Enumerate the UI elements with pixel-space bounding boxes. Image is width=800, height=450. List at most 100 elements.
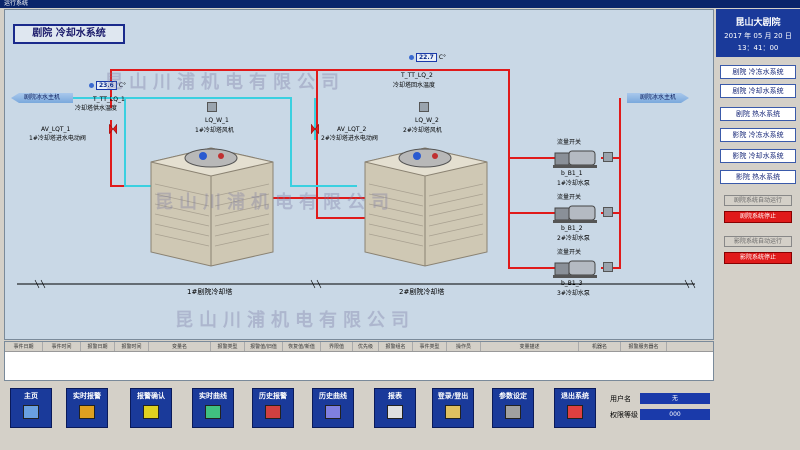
window-titlebar: 运行系统 — [0, 0, 800, 8]
column-header[interactable]: 报警日期 — [81, 342, 115, 351]
valve-2-tag: AV_LQT_2 — [337, 126, 367, 133]
theater-auto-button[interactable]: 剧院系统自动运行 — [724, 195, 792, 206]
toolbar-button-label: 主页 — [24, 392, 38, 400]
alarm-icon — [79, 405, 95, 419]
user-name-label: 用户名 — [610, 395, 631, 403]
cinema-stop-button[interactable]: 影院系统停止 — [724, 252, 792, 264]
toolbar-button-label: 参数设定 — [499, 392, 527, 400]
supply-temp-value: 23.6 — [96, 81, 117, 90]
pump-2-control-icon[interactable] — [603, 207, 613, 217]
toolbar-button-check[interactable]: 报警确认 — [130, 388, 172, 428]
column-header[interactable]: 报警值/旧值 — [245, 342, 283, 351]
monitor-icon — [23, 405, 39, 419]
column-header[interactable]: 优先级 — [353, 342, 379, 351]
pump-2-icon[interactable] — [553, 202, 601, 224]
pump-3-control-icon[interactable] — [603, 262, 613, 272]
toolbar-button-curve[interactable]: 历史曲线 — [312, 388, 354, 428]
toolbar-button-alarm[interactable]: 实时报警 — [66, 388, 108, 428]
column-header[interactable]: 报警服务器名 — [621, 342, 667, 351]
alarm-table[interactable]: 事件日期事件时间报警日期报警时间变量名报警类型报警值/旧值恢复值/新值界限值优先… — [4, 341, 714, 381]
pump-3-icon[interactable] — [553, 257, 601, 279]
page-title: 剧院 冷却水系统 — [13, 24, 125, 44]
nav-cinema-cooling[interactable]: 影院 冷却水系统 — [720, 149, 796, 163]
nav-cinema-hot[interactable]: 影院 热水系统 — [720, 170, 796, 184]
pump-3-tag: b_B1_3 — [561, 280, 583, 287]
column-header[interactable]: 机器名 — [579, 342, 621, 351]
column-header[interactable]: 变量名 — [149, 342, 211, 351]
supply-temp-sensor[interactable]: 23.6 C° — [89, 81, 126, 90]
user-level-label: 权限等级 — [610, 411, 638, 419]
column-header[interactable]: 报警时间 — [115, 342, 149, 351]
toolbar-button-exit[interactable]: 退出系统 — [554, 388, 596, 428]
pump-1-flow-switch: 流量开关 — [557, 139, 582, 146]
exit-icon — [567, 405, 583, 419]
tower-2-name: 2#剧院冷却塔 — [399, 288, 445, 296]
valve-1-icon[interactable] — [109, 124, 117, 134]
cooling-tower-1-icon[interactable] — [141, 134, 281, 274]
toolbar-button-label: 登录/登出 — [437, 392, 469, 400]
fan-2-tag: LQ_W_2 — [415, 117, 439, 124]
toolbar-button-label: 报表 — [388, 392, 402, 400]
nav-theater-chilled[interactable]: 剧院 冷冻水系统 — [720, 65, 796, 79]
column-header[interactable]: 变量描述 — [481, 342, 579, 351]
toolbar-button-params[interactable]: 参数设定 — [492, 388, 534, 428]
alarm-table-header: 事件日期事件时间报警日期报警时间变量名报警类型报警值/旧值恢复值/新值界限值优先… — [5, 342, 713, 352]
column-header[interactable]: 报警组名 — [379, 342, 413, 351]
pump-2-flow-switch: 流量开关 — [557, 194, 582, 201]
column-header[interactable]: 界限值 — [321, 342, 353, 351]
pump-1-icon[interactable] — [553, 147, 601, 169]
user-name-value: 无 — [640, 393, 710, 404]
scada-canvas: 剧院 冷却水系统 — [4, 9, 714, 340]
pump-3-name: 3#冷却水泵 — [557, 290, 590, 297]
report-icon — [387, 405, 403, 419]
pump-2-name: 2#冷却水泵 — [557, 235, 590, 242]
valve-2-icon[interactable] — [311, 124, 319, 134]
column-header[interactable]: 事件时间 — [43, 342, 81, 351]
return-temp-name: 冷却塔回水温度 — [393, 82, 436, 89]
return-temp-unit: C° — [438, 54, 447, 61]
cooling-tower-2-icon[interactable] — [355, 134, 495, 274]
history-icon — [265, 405, 281, 419]
pump-1-tag: b_B1_1 — [561, 170, 583, 177]
toolbar-button-monitor[interactable]: 主页 — [10, 388, 52, 428]
column-header[interactable]: 报警类型 — [211, 342, 245, 351]
fan-1-control-icon[interactable] — [207, 102, 217, 112]
nav-theater-cooling[interactable]: 剧院 冷却水系统 — [720, 84, 796, 98]
column-header[interactable]: 事件日期 — [5, 342, 43, 351]
tower-1-name: 1#剧院冷却塔 — [187, 288, 233, 296]
column-header[interactable]: 事件类型 — [413, 342, 447, 351]
valve-1-tag: AV_LQT_1 — [41, 126, 71, 133]
fan-1-name: 1#冷却塔风机 — [195, 127, 234, 134]
toolbar-button-label: 实时曲线 — [199, 392, 227, 400]
cinema-auto-button[interactable]: 影院系统自动运行 — [724, 236, 792, 247]
pump-2-tag: b_B1_2 — [561, 225, 583, 232]
current-time: 13：41：00 — [737, 44, 779, 52]
toolbar-button-label: 历史报警 — [259, 392, 287, 400]
sidebar-header: 昆山大剧院 2017 年 05 月 20 日 13：41：00 — [716, 9, 800, 57]
toolbar-button-label: 实时报警 — [73, 392, 101, 400]
fan-1-tag: LQ_W_1 — [205, 117, 229, 124]
toolbar-button-login[interactable]: 登录/登出 — [432, 388, 474, 428]
fan-2-control-icon[interactable] — [419, 102, 429, 112]
pump-1-control-icon[interactable] — [603, 152, 613, 162]
user-level-value: 000 — [640, 409, 710, 420]
sidebar: 昆山大剧院 2017 年 05 月 20 日 13：41：00 剧院 冷冻水系统… — [716, 9, 800, 429]
theater-stop-button[interactable]: 剧院系统停止 — [724, 211, 792, 223]
supply-temp-unit: C° — [118, 82, 127, 89]
thermometer-icon — [409, 55, 414, 60]
column-header[interactable]: 操作员 — [447, 342, 481, 351]
toolbar-button-report[interactable]: 报表 — [374, 388, 416, 428]
toolbar-button-chart[interactable]: 实时曲线 — [192, 388, 234, 428]
return-temp-tag: T_TT_LQ_2 — [401, 72, 433, 79]
return-temp-value: 22.7 — [416, 53, 437, 62]
return-temp-sensor[interactable]: 22.7 C° — [409, 53, 446, 62]
curve-icon — [325, 405, 341, 419]
column-header[interactable]: 恢复值/新值 — [283, 342, 321, 351]
nav-theater-hot[interactable]: 剧院 热水系统 — [720, 107, 796, 121]
toolbar-button-history[interactable]: 历史报警 — [252, 388, 294, 428]
toolbar-button-label: 历史曲线 — [319, 392, 347, 400]
nav-cinema-chilled[interactable]: 影院 冷冻水系统 — [720, 128, 796, 142]
toolbar-button-label: 报警确认 — [137, 392, 165, 400]
login-icon — [445, 405, 461, 419]
chart-icon — [205, 405, 221, 419]
